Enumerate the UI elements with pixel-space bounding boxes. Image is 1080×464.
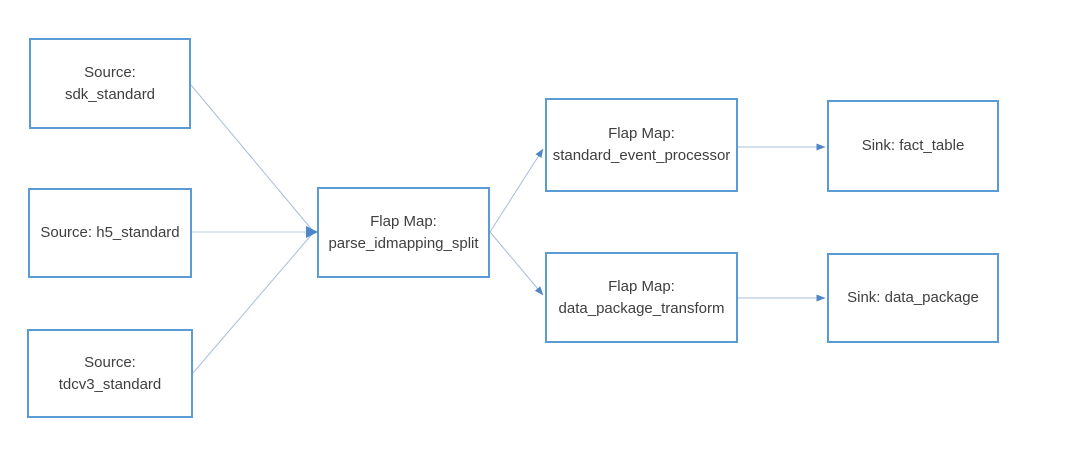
node-label: Flap Map: data_package_transform [558, 277, 725, 317]
node-source-sdk-standard[interactable]: Source: sdk_standard [29, 38, 191, 129]
node-label: Sink: data_package [847, 289, 979, 306]
edge-parse-to-event [489, 148, 544, 233]
node-label: Source: h5_standard [40, 224, 180, 241]
node-flapmap-standard-event-processor[interactable]: Flap Map: standard_event_processor [545, 98, 738, 192]
edge-parse-to-package [489, 231, 544, 296]
node-label: Flap Map: standard_event_processor [552, 125, 731, 164]
node-sink-data-package[interactable]: Sink: data_package [827, 253, 999, 343]
edge-sdk-to-parse [190, 84, 314, 232]
node-source-tdcv3-standard[interactable]: Source: tdcv3_standard [27, 329, 193, 418]
edge-tdcv3-to-parse [192, 232, 314, 374]
node-label: Sink: fact_table [861, 137, 965, 154]
node-flapmap-data-package-transform[interactable]: Flap Map: data_package_transform [545, 252, 738, 343]
converge-arrowhead-icon [306, 226, 318, 238]
node-label: Source: sdk_standard [64, 63, 156, 103]
node-flapmap-parse-idmapping-split[interactable]: Flap Map: parse_idmapping_split [317, 187, 490, 278]
node-sink-fact-table[interactable]: Sink: fact_table [827, 100, 999, 192]
node-source-h5-standard[interactable]: Source: h5_standard [28, 188, 192, 278]
node-label: Source: tdcv3_standard [58, 353, 162, 393]
node-label: Flap Map: parse_idmapping_split [328, 212, 479, 252]
